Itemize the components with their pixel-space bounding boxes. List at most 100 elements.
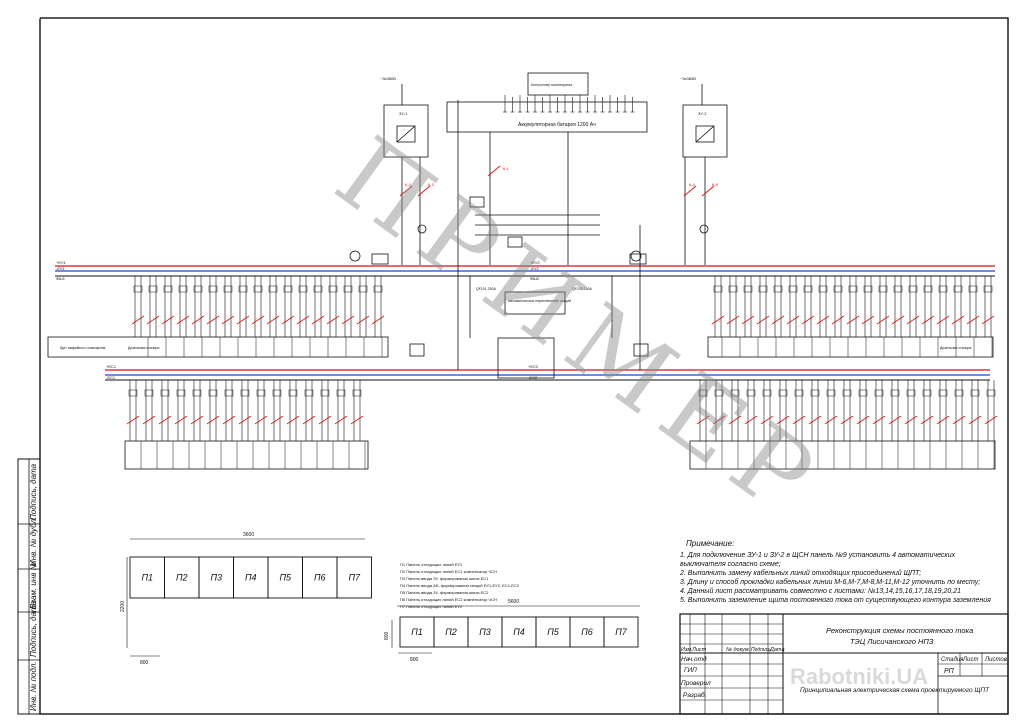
feeder-cable-mark — [270, 415, 284, 425]
feeder-cable-mark — [968, 415, 982, 425]
panel-large-base: 800 — [410, 657, 419, 663]
notes-item-0: 1. Для подключение ЗУ-1 и ЗУ-2 в ЩСН пан… — [680, 551, 956, 559]
feeder-breaker — [788, 285, 798, 293]
charger-left: ~3х380В ЗУ-1 — [380, 76, 429, 265]
feeder-breaker — [224, 389, 234, 397]
feeder-cable-mark — [341, 315, 355, 325]
panel-cell-label: П1 — [141, 573, 153, 583]
feeder-breaker — [298, 285, 308, 293]
feeder-cable-mark — [286, 415, 300, 425]
feeder-cable-mark — [861, 315, 875, 325]
bus-mid-label-1: -ЕС1 — [106, 375, 116, 380]
panel-legend-5: П6 Панель отходящих линий ЕС2 компенсато… — [400, 597, 497, 602]
feeder-breaker — [746, 389, 756, 397]
tb-watermark-site: Rabotniki.UA — [790, 664, 928, 689]
feeder-cable-mark — [302, 415, 316, 425]
lower-load-table — [124, 440, 996, 470]
feeder-breaker — [953, 285, 963, 293]
feeder-breaker — [810, 389, 820, 397]
feeder-breaker — [283, 285, 293, 293]
feeder-breaker — [208, 389, 218, 397]
feeder-cable-mark — [856, 415, 870, 425]
battery-label: Аккумуляторная батарея 1200 Ач — [518, 122, 596, 128]
feeder-cable-mark — [142, 415, 156, 425]
panel-cell-label: П4 — [513, 627, 525, 637]
panel-cell-label: П5 — [279, 573, 292, 583]
charger-left-label: ЗУ-1 — [399, 111, 408, 116]
bus-mid-right-label-0: +ЕС2 — [528, 364, 539, 369]
feeder-cable-mark — [921, 315, 935, 325]
panel-legend-2: П3 Панель ввода ЗУ, формирования шины ЕС… — [400, 576, 489, 581]
feeder-breaker — [968, 285, 978, 293]
tb-role-0: Нач.отд — [681, 655, 707, 663]
feeder-cable-mark — [741, 315, 755, 325]
feeder-breaker — [144, 389, 154, 397]
feeder-breaker — [818, 285, 828, 293]
stamp-label-1: Инв. № дубл. — [29, 517, 38, 566]
feeder-breaker — [240, 389, 250, 397]
feeder-breaker — [863, 285, 873, 293]
tb-project: Реконструкция схемы постоянного тока — [826, 626, 973, 635]
panel-large-width: 5600 — [508, 599, 519, 605]
feeder-cable-mark — [760, 415, 774, 425]
charger-left-feed: ~3х380В — [380, 76, 396, 81]
feeder-breaker — [906, 389, 916, 397]
feeder-breaker — [758, 285, 768, 293]
panel-legend-4: П5 Панель ввода ЗУ, формирования шины ЕС… — [400, 590, 489, 595]
feeder-breaker — [713, 285, 723, 293]
charger-right: ~3х380В ЗУ-2 — [680, 76, 728, 265]
tb-sheet-title: Принципиальная электрическая схема проек… — [800, 687, 990, 694]
feeder-cable-mark — [952, 415, 966, 425]
feeder-cable-mark — [726, 315, 740, 325]
bus-mid-label-0: +ЕС1 — [106, 364, 117, 369]
feeder-cable-mark — [712, 415, 726, 425]
feeder-breaker — [192, 389, 202, 397]
tb-role-1: ГИП — [684, 667, 697, 674]
panel-cell-label: П7 — [615, 627, 628, 637]
upper-load-table: Щит аварийного освещения Дизельная станц… — [47, 336, 994, 358]
panel-cell-label: П6 — [314, 573, 326, 583]
feeder-breaker — [923, 285, 933, 293]
bus-top: +ЕУ1 -ЕУ1 ФШ1 +ЕУ2 -ЕУ2 ФШ2 — [55, 260, 995, 281]
feeder-cable-mark — [356, 315, 370, 325]
feeder-cable-mark — [872, 415, 886, 425]
feeder-cable-mark — [190, 415, 204, 425]
feeder-cable-mark — [146, 315, 160, 325]
panel-cell-label: П2 — [445, 627, 457, 637]
feeder-breaker — [938, 285, 948, 293]
qf-tie-2: QF102 250А — [572, 287, 593, 291]
feeder-breaker — [328, 285, 338, 293]
feeder-breaker — [698, 389, 708, 397]
feeder-cable-mark — [350, 415, 364, 425]
feeder-breaker — [728, 285, 738, 293]
feeder-breaker — [970, 389, 980, 397]
panel-cell-label: П6 — [581, 627, 593, 637]
feeder-breaker — [253, 285, 263, 293]
feeder-breaker — [268, 285, 278, 293]
tb-header-3: Подпись — [751, 647, 771, 653]
feeder-breaker — [160, 389, 170, 397]
tb-header-0: Изм. — [681, 647, 693, 653]
panel-small-base: 800 — [140, 660, 149, 666]
feeder-breaker — [986, 389, 996, 397]
bottom-label-left-1: Дизельная станция — [128, 346, 159, 350]
feeder-cable-mark — [846, 315, 860, 325]
bus-mid: +ЕС1 -ЕС1 +ЕС2 -ЕС2 — [105, 364, 990, 381]
feeder-breaker — [163, 285, 173, 293]
feeder-breaker — [128, 389, 138, 397]
bus-top-right-label-1: -ЕУ2 — [530, 266, 540, 271]
feeder-breaker — [238, 285, 248, 293]
feeder-breaker — [743, 285, 753, 293]
panel-legend-3: П4 Панель ввода АБ, формирования секций … — [400, 583, 520, 588]
feeder-cable-mark — [981, 315, 995, 325]
panel-legend-6: П7 Панель отходящих линий ЕУ2 — [400, 604, 463, 609]
battery-monitor-label: Контроллер мониторинга — [531, 83, 572, 87]
feeder-breaker — [193, 285, 203, 293]
feeder-breaker — [893, 285, 903, 293]
feeder-breaker — [826, 389, 836, 397]
feeder-breaker — [352, 389, 362, 397]
title-block: Изм. Лист № докум. Подпись Дата Нач.отд … — [679, 613, 1009, 715]
feeder-breaker — [842, 389, 852, 397]
